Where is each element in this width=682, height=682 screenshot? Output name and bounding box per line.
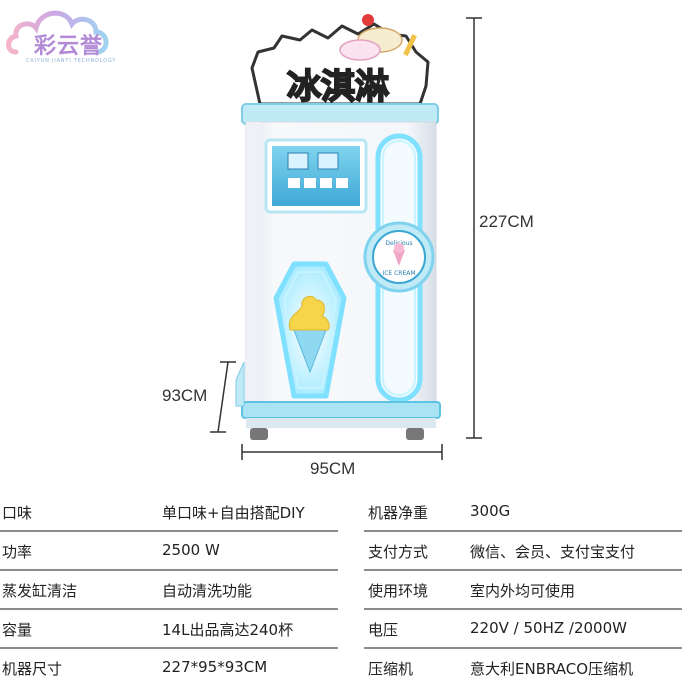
spec-label: 容量 <box>2 621 33 639</box>
row-divider <box>364 530 682 532</box>
sign-text: 冰淇淋 <box>287 67 389 107</box>
spec-label: 机器净重 <box>368 504 429 522</box>
touch-screen <box>264 138 368 214</box>
row-divider <box>0 530 338 532</box>
height-dimension: 227CM <box>479 212 534 231</box>
dispense-window <box>273 261 347 399</box>
brand-subtitle: CAIYUN JIANTI TECHNOLOGY <box>26 58 117 64</box>
spec-label: 机器尺寸 <box>2 660 63 678</box>
spec-label: 功率 <box>2 543 33 561</box>
cherry-icon <box>362 14 374 26</box>
brand-badge: Delicious ICE CREAM <box>363 221 435 293</box>
ice-cream-machine: 冰淇淋 Delicious ICE CREAM <box>235 14 441 440</box>
spec-row: 功率 2500 W 支付方式 微信、会员、支付宝支付 <box>0 531 682 571</box>
row-divider <box>0 569 338 571</box>
spec-value: 14L出品高达240杯 <box>162 621 294 639</box>
spec-label: 电压 <box>368 621 399 639</box>
spec-label: 支付方式 <box>368 543 429 561</box>
wheel-right <box>406 428 424 440</box>
spec-label: 压缩机 <box>368 660 414 678</box>
brand-logo: 彩云誉 CAIYUN JIANTI TECHNOLOGY <box>4 2 134 68</box>
row-divider <box>364 569 682 571</box>
wheel-left <box>250 428 268 440</box>
row-divider <box>0 647 338 649</box>
row-divider <box>364 647 682 649</box>
top-sign: 冰淇淋 <box>250 14 430 108</box>
row-divider <box>364 608 682 610</box>
spec-value: 意大利ENBRACO压缩机 <box>470 660 634 678</box>
spec-value: 220V / 50HZ /2000W <box>470 619 627 637</box>
spec-label: 使用环境 <box>368 582 429 600</box>
badge-bottom-text: ICE CREAM <box>382 270 415 277</box>
spec-row: 口味 单口味+自由搭配DIY 机器净重 300G <box>0 492 682 532</box>
cloud-icon <box>6 10 109 55</box>
spec-value: 室内外均可使用 <box>470 582 576 600</box>
spec-row: 容量 14L出品高达240杯 电压 220V / 50HZ /2000W <box>0 609 682 649</box>
spec-value: 227*95*93CM <box>162 658 268 676</box>
spec-row: 蒸发缸清洁 自动清洗功能 使用环境 室内外均可使用 <box>0 570 682 610</box>
spec-label: 口味 <box>2 504 33 522</box>
brand-name: 彩云誉 <box>34 34 104 59</box>
depth-dimension: 93CM <box>162 386 208 405</box>
spec-value: 300G <box>470 502 511 520</box>
width-dimension: 95CM <box>310 459 356 478</box>
spec-label: 蒸发缸清洁 <box>2 582 78 600</box>
spec-value: 自动清洗功能 <box>162 582 253 600</box>
row-divider <box>0 608 338 610</box>
spec-value: 2500 W <box>162 541 220 559</box>
spec-value: 单口味+自由搭配DIY <box>162 504 305 522</box>
dimension-lines <box>210 17 482 460</box>
spec-row: 机器尺寸 227*95*93CM 压缩机 意大利ENBRACO压缩机 <box>0 648 682 682</box>
spec-value: 微信、会员、支付宝支付 <box>470 543 636 561</box>
